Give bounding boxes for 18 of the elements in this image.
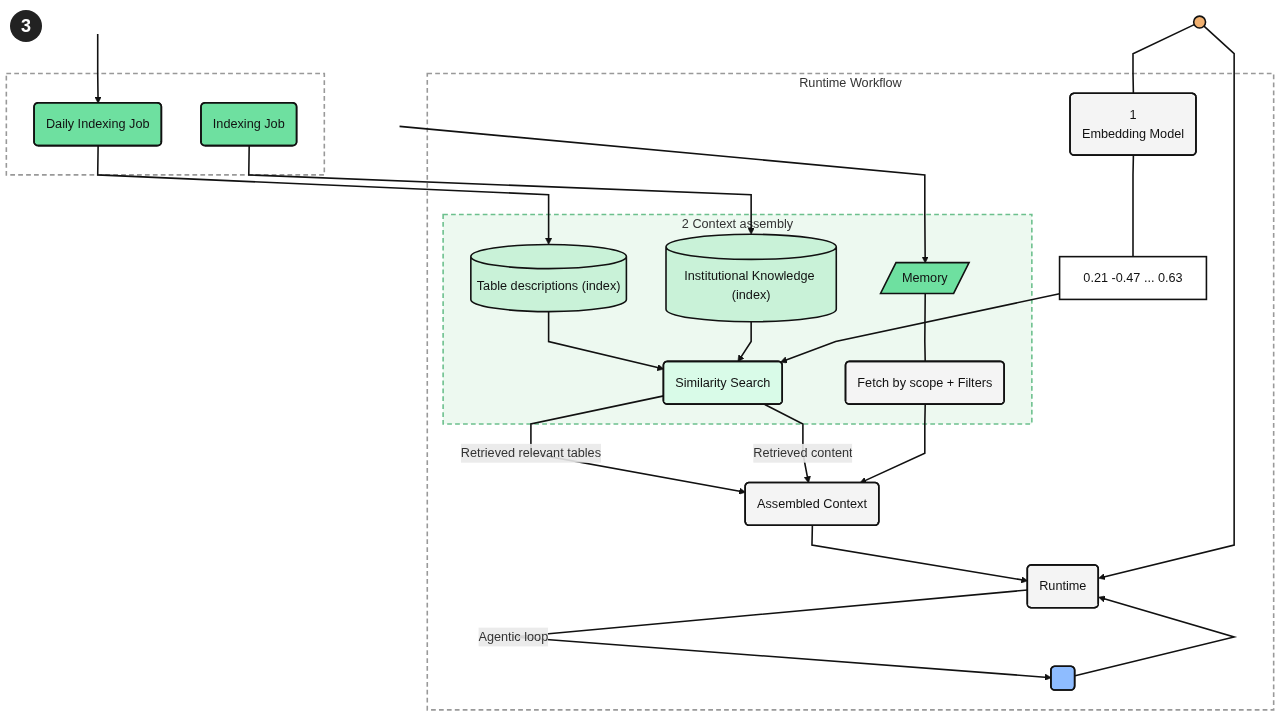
arrow — [859, 403, 926, 484]
cluster — [5, 72, 326, 176]
step-number: 3 — [10, 10, 42, 42]
connector — [1132, 23, 1196, 95]
node-box: 0.21 -0.47 ... 0.63 — [1058, 255, 1208, 301]
arrow — [1074, 595, 1238, 677]
edge-label: Retrieved relevant tables — [460, 446, 601, 460]
edge-label: Agentic loop — [478, 629, 549, 644]
arrow — [811, 524, 1028, 584]
edge-label: Retrieved content — [753, 446, 853, 460]
arrow — [1098, 25, 1235, 581]
arrow — [96, 145, 553, 245]
node-person — [1192, 15, 1207, 29]
connector — [1132, 154, 1135, 258]
connector — [924, 293, 926, 363]
arrow — [94, 33, 102, 104]
arrow — [247, 145, 755, 235]
arrow — [737, 320, 752, 363]
